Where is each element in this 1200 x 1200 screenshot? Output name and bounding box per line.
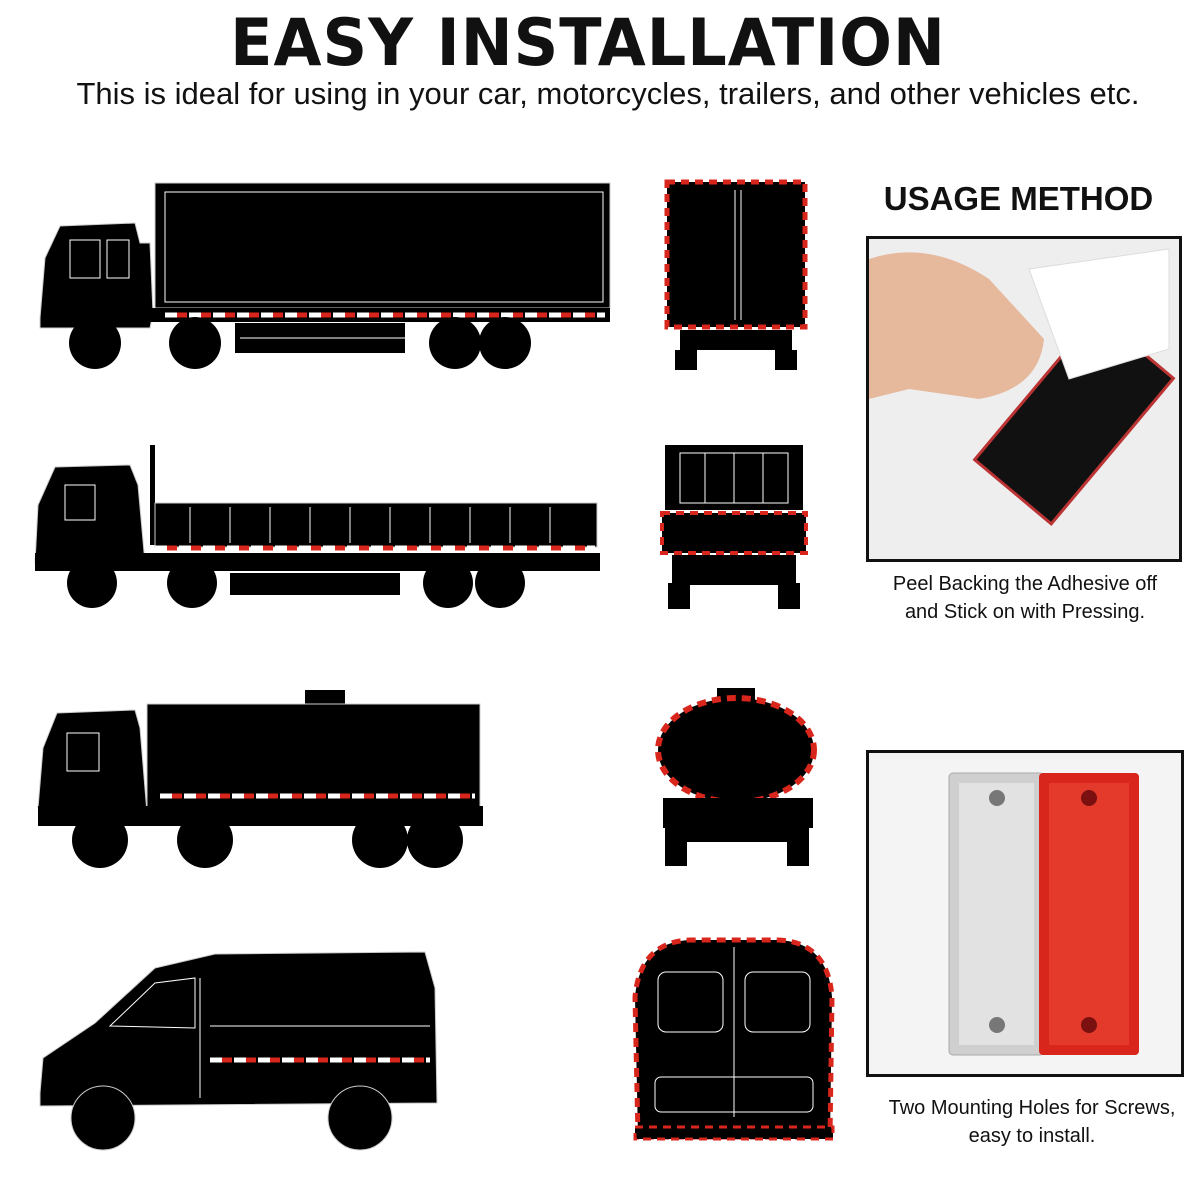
step-1-caption: Peel Backing the Adhesive off and Stick … [866, 570, 1184, 626]
step-1-caption-line-1: Peel Backing the Adhesive off [892, 573, 1158, 595]
step-1-caption-line-2: and Stick on with Pressing. [904, 601, 1146, 623]
reflector-mounting-holes-photo [866, 750, 1184, 1077]
tanker-truck-side-illustration [37, 690, 483, 868]
page-subtitle: This is ideal for using in your car, mot… [76, 76, 1140, 111]
flatbed-truck-side-illustration [34, 445, 600, 608]
van-side-illustration [39, 951, 438, 1151]
box-truck-side-illustration [39, 182, 611, 369]
step-2-caption: Two Mounting Holes for Screws, easy to i… [866, 1094, 1198, 1150]
usage-method-heading: USAGE METHOD [883, 180, 1154, 217]
page-title: EASY INSTALLATION [230, 4, 946, 81]
step-2-caption-line-2: easy to install. [968, 1125, 1096, 1147]
box-truck-rear-illustration [664, 179, 808, 370]
tanker-truck-rear-illustration [655, 688, 817, 866]
peel-adhesive-photo [866, 236, 1182, 562]
flatbed-truck-rear-illustration [660, 445, 808, 609]
step-2-caption-line-1: Two Mounting Holes for Screws, [888, 1097, 1176, 1119]
van-rear-illustration [632, 937, 835, 1141]
